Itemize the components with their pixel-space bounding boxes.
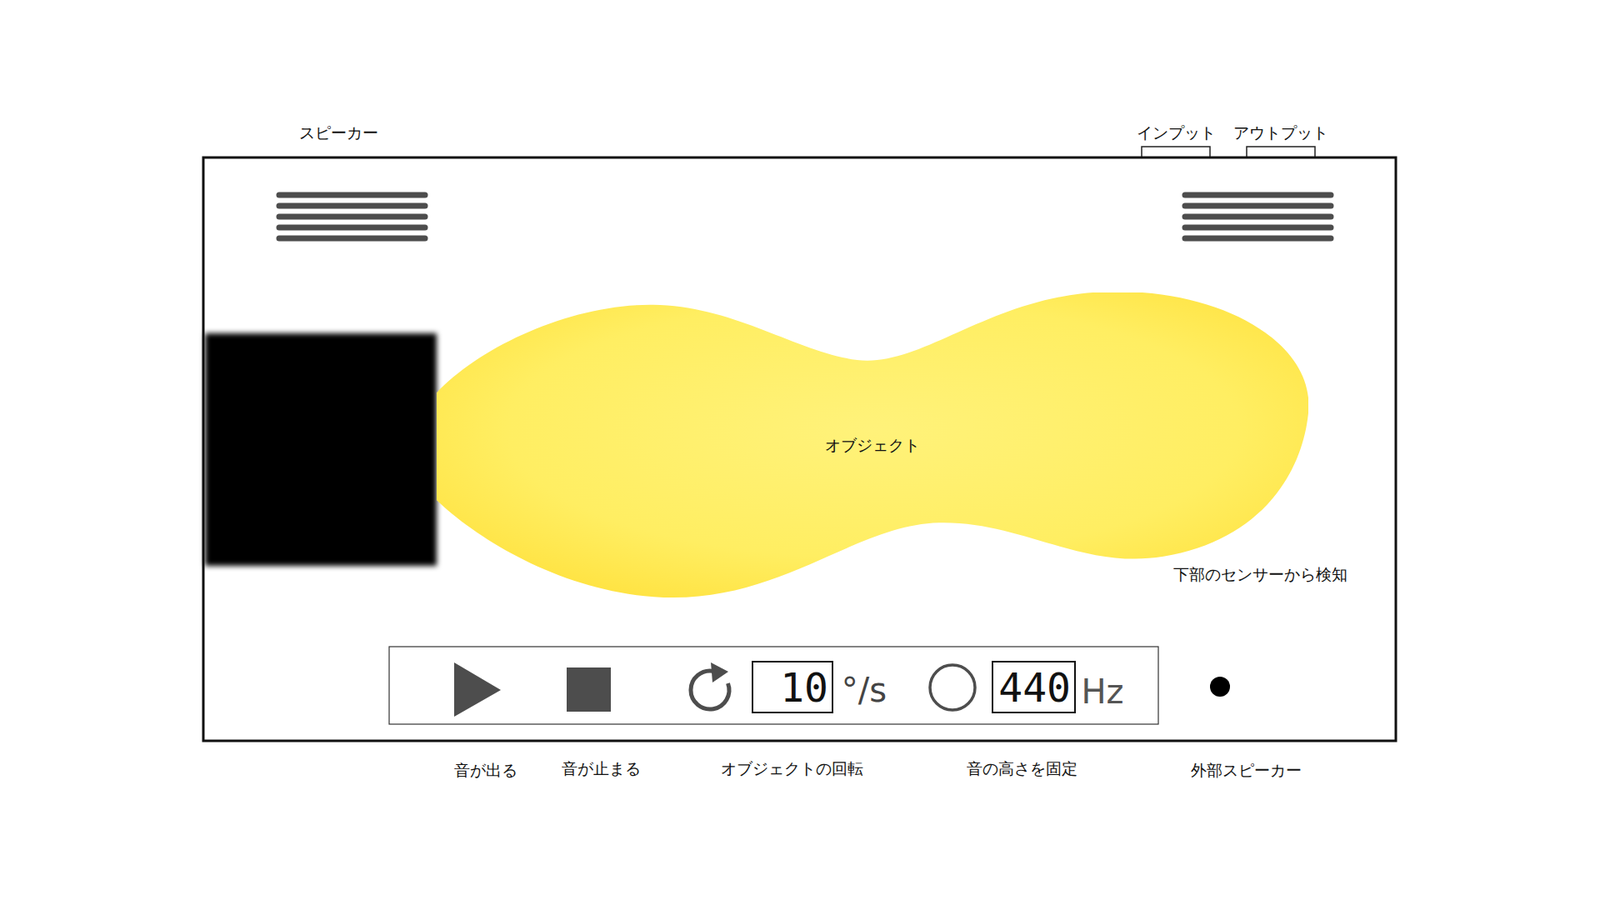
part-label: インプット <box>1136 123 1216 142</box>
rotate-arrowhead <box>710 662 729 683</box>
rotate-icon <box>690 670 730 710</box>
part-label: オブジェクトの回転 <box>720 759 864 778</box>
stop-icon <box>566 667 611 712</box>
fix-pitch-icon <box>930 665 975 710</box>
unit-label: Hz <box>1080 672 1124 711</box>
output-port <box>1246 146 1315 158</box>
object-label: オブジェクト <box>825 435 920 455</box>
display-value: 440 <box>998 667 1071 708</box>
lcd-display: 10 <box>751 660 834 714</box>
play-icon <box>454 662 501 717</box>
external-speaker-dot <box>1210 676 1230 697</box>
label-holder: °/s <box>841 670 887 710</box>
label-holder: 音が出る <box>454 760 518 780</box>
part-label: 音の高さを固定 <box>966 759 1078 778</box>
label-holder: Hz <box>1080 671 1124 712</box>
unit-label: °/s <box>841 670 887 710</box>
black-block <box>205 333 437 566</box>
label-holder: 外部スピーカー <box>1190 760 1302 780</box>
control-panel <box>389 646 1159 725</box>
label-holder: スピーカー <box>299 123 379 143</box>
label-holder: 音の高さを固定 <box>966 759 1078 779</box>
lcd-display: 440 <box>991 660 1076 714</box>
object-shape: オブジェクト <box>436 292 1309 598</box>
display-value: 10 <box>780 667 829 708</box>
housing <box>203 157 1396 741</box>
part-label: 音が止まる <box>561 759 641 778</box>
label-holder: アウトプット <box>1233 123 1329 143</box>
object-blob <box>436 292 1309 598</box>
part-label: アウトプット <box>1233 123 1329 142</box>
speaker-grille <box>279 195 425 239</box>
label-holder: 音が止まる <box>561 759 641 779</box>
input-port <box>1141 146 1210 158</box>
part-label: 音が出る <box>454 760 518 780</box>
label-holder: インプット <box>1136 123 1216 143</box>
speaker-grille <box>1185 195 1331 239</box>
part-label: スピーカー <box>299 123 379 142</box>
part-label: 外部スピーカー <box>1190 760 1302 780</box>
label-holder: オブジェクトの回転 <box>720 759 864 779</box>
part-label: 下部のセンサーから検知 <box>1173 565 1348 584</box>
label-holder: 下部のセンサーから検知 <box>1173 565 1348 585</box>
